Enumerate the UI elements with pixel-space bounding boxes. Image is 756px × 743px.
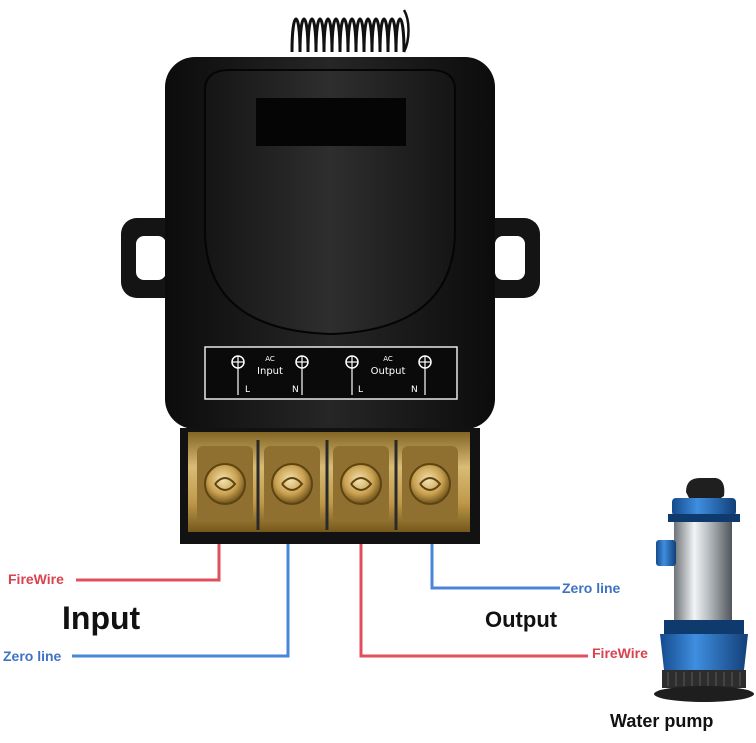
terminal-label-panel: AC Input L N AC Output L N <box>204 346 458 400</box>
wire-input-firewire <box>76 544 221 582</box>
label-output-zero-line: Zero line <box>562 580 621 596</box>
terminal-screw-2 <box>264 446 320 522</box>
wire-output-firewire <box>359 544 588 658</box>
output-n-text: N <box>411 385 418 395</box>
label-input-firewire: FireWire <box>8 571 64 587</box>
output-l-text: L <box>358 385 363 395</box>
screw-symbol <box>231 355 245 395</box>
terminal-block <box>180 428 480 544</box>
input-l-text: L <box>245 385 250 395</box>
antenna-coil <box>290 9 410 53</box>
terminal-screw-4 <box>402 446 458 522</box>
label-output-firewire: FireWire <box>592 645 648 661</box>
output-title-text: Output <box>371 366 406 377</box>
input-title-text: Input <box>257 366 283 377</box>
terminal-screw-1 <box>197 446 253 522</box>
input-n-text: N <box>292 385 299 395</box>
label-input-title: Input <box>62 600 141 636</box>
relay-body <box>165 57 495 429</box>
input-ac-text: AC <box>265 355 275 363</box>
screw-symbol <box>345 355 359 395</box>
label-input-zero-line: Zero line <box>3 648 62 664</box>
label-water-pump: Water pump <box>610 711 714 731</box>
screw-symbol <box>295 355 309 395</box>
indicator-window <box>256 98 406 146</box>
output-ac-text: AC <box>383 355 393 363</box>
screw-symbol <box>418 355 432 395</box>
terminal-screw-3 <box>333 446 389 522</box>
water-pump-icon <box>654 478 754 702</box>
wire-input-zero-line <box>72 544 290 658</box>
wire-output-zero-line <box>430 544 560 590</box>
label-output-title: Output <box>485 607 558 632</box>
